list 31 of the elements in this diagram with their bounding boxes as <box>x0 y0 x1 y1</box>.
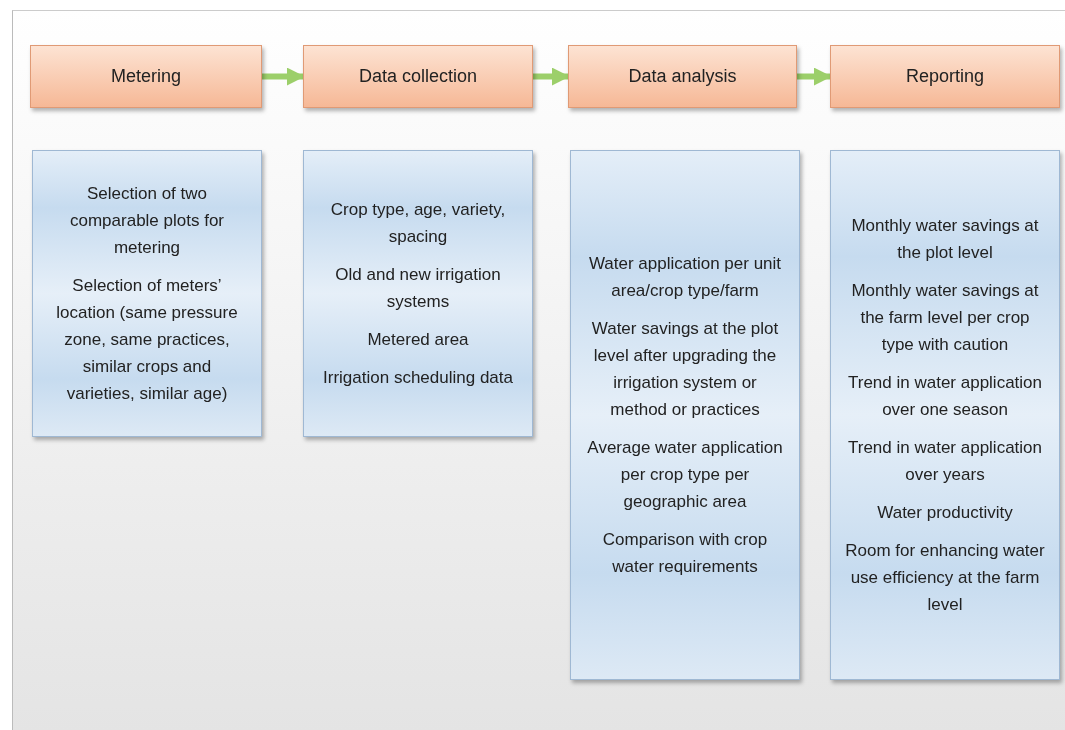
detail-text: Trend in water application over one season <box>847 372 1043 421</box>
step-box <box>830 45 1060 108</box>
details-box <box>570 150 800 680</box>
detail-text: Comparison with crop water requirements <box>601 529 769 578</box>
arrow <box>533 67 570 86</box>
details-box <box>32 150 262 437</box>
step-title: Reporting <box>905 66 984 87</box>
detail-text: Irrigation scheduling data <box>323 367 513 389</box>
arrow <box>262 67 305 86</box>
detail-text: Crop type, age, variety, spacing <box>329 199 507 248</box>
detail-text: Average water application per crop type per geographic area <box>586 437 784 513</box>
details-box <box>830 150 1060 680</box>
arrow <box>797 67 832 86</box>
step-title: Data analysis <box>628 66 737 87</box>
detail-text: Water savings at the plot level after upgrading the irrigation system or method or practices <box>590 318 780 421</box>
step-box <box>30 45 262 108</box>
step-title: Data collection <box>358 66 478 87</box>
detail-text: Selection of meters’ location (same pressure zone, same practices, similar crops and varieties, similar age) <box>55 275 239 405</box>
detail-text: Water productivity <box>877 502 1013 524</box>
details-box <box>303 150 533 437</box>
detail-text: Old and new irrigation systems <box>334 264 502 313</box>
detail-text: Water application per unit area/crop type/farm <box>587 253 783 302</box>
detail-text: Room for enhancing water use efficiency at the farm level <box>845 540 1045 616</box>
detail-text: Trend in water application over years <box>847 437 1043 486</box>
detail-text: Metered area <box>367 329 469 351</box>
step-box <box>303 45 533 108</box>
step-box <box>568 45 797 108</box>
detail-text: Monthly water savings at the plot level <box>850 215 1040 264</box>
step-title: Metering <box>111 66 181 87</box>
detail-text: Monthly water savings at the farm level per crop type with caution <box>850 280 1040 356</box>
detail-text: Selection of two comparable plots for metering <box>69 183 225 259</box>
